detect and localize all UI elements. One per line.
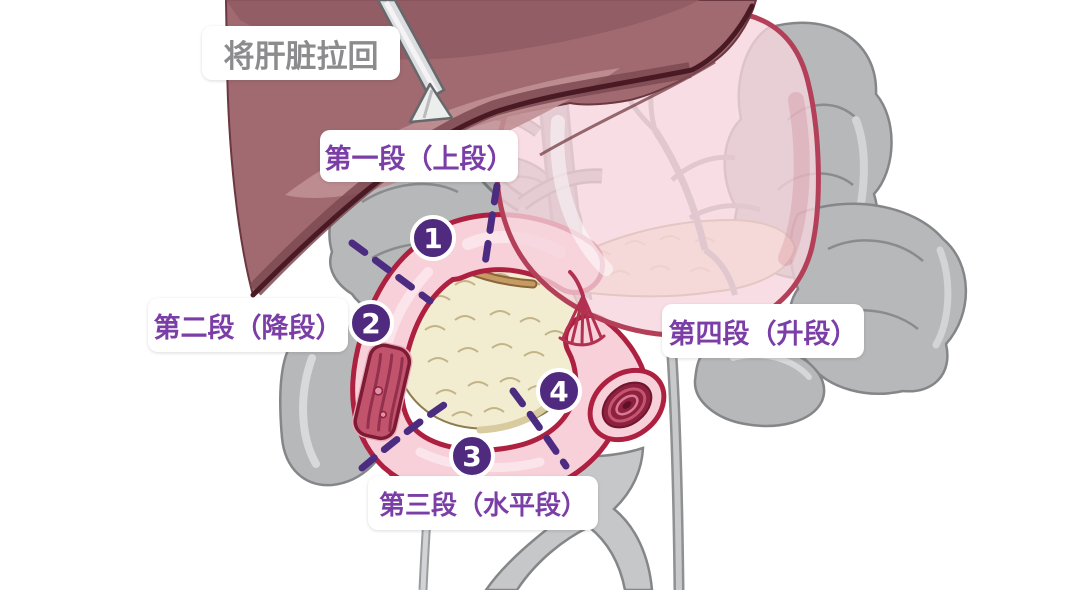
marker-2-number: 2 [361, 307, 380, 340]
label-segment-4: 第四段（升段） [662, 304, 864, 358]
segment-markers: 1 2 3 4 [348, 215, 582, 479]
marker-1-circle [410, 215, 456, 261]
mucosa-window [352, 342, 413, 442]
marker-4-circle [536, 368, 582, 414]
treitz-ligament [558, 270, 606, 347]
liver-edge [250, 3, 755, 298]
label-segment-1: 第一段（上段） [320, 130, 518, 182]
divider-line-3 [358, 401, 448, 472]
marker-1-number: 1 [423, 222, 442, 255]
marker-2-circle [348, 300, 394, 346]
liver-retractor-icon [376, 0, 454, 124]
marker-4-number: 4 [549, 375, 568, 408]
label-retract-liver: 将肝脏拉回 [202, 26, 400, 80]
segment-divider-lines [348, 182, 570, 472]
label-segment-2: 第二段（降段） [148, 298, 348, 352]
label-segment-3: 第三段（水平段） [368, 476, 598, 530]
divider-line-4 [509, 387, 570, 470]
divider-line-1 [480, 182, 501, 274]
jejunum-cut-end [587, 367, 667, 443]
marker-3-number: 3 [462, 440, 481, 473]
divider-line-2 [348, 239, 434, 305]
